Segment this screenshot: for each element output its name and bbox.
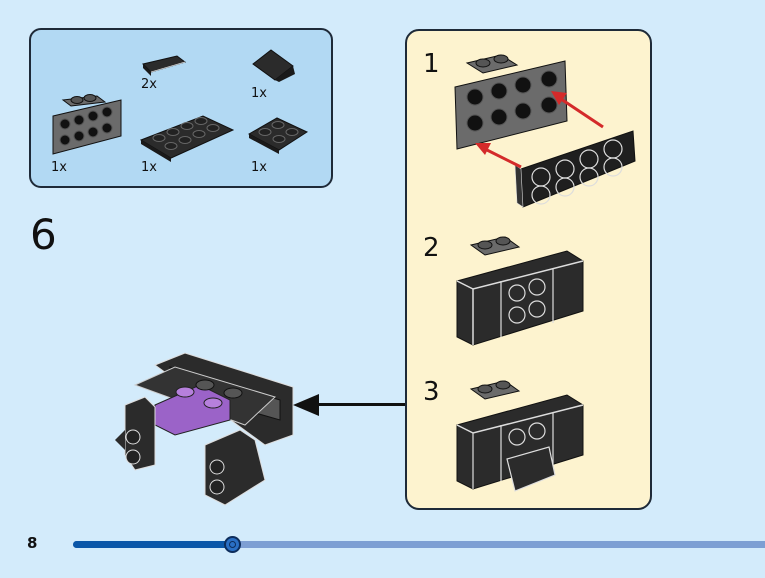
- substep-number: 1: [423, 49, 440, 79]
- part-plate-2x4-image: [139, 115, 235, 162]
- part-bracket-image: [52, 94, 122, 155]
- callout-arrow-icon: [293, 394, 319, 416]
- page-progress-knob[interactable]: [224, 536, 242, 553]
- part-quantity: 1x: [141, 160, 157, 175]
- assembled-model-image: [115, 352, 294, 506]
- parts-list-panel: 1x 2x 1x 1x 1x: [29, 28, 333, 188]
- page-progress-track[interactable]: [73, 536, 765, 553]
- part-tile-image: [142, 55, 187, 76]
- part-slope-image: [252, 49, 295, 82]
- substep-number: 2: [423, 233, 440, 263]
- substeps-panel: 1 2 3: [405, 29, 652, 510]
- substep-2-image: [456, 236, 584, 346]
- part-quantity: 1x: [51, 160, 67, 175]
- substep-1-image: [454, 54, 636, 208]
- substep-number: 3: [423, 377, 440, 407]
- page-number: 8: [27, 534, 38, 552]
- substep-3-image: [456, 380, 584, 492]
- part-quantity: 2x: [141, 77, 157, 92]
- part-quantity: 1x: [251, 86, 267, 101]
- callout-connector: [316, 403, 406, 406]
- part-plate-2x2-image: [247, 117, 309, 154]
- part-quantity: 1x: [251, 160, 267, 175]
- step-number: 6: [30, 210, 57, 259]
- page-progress-fill: [73, 541, 233, 548]
